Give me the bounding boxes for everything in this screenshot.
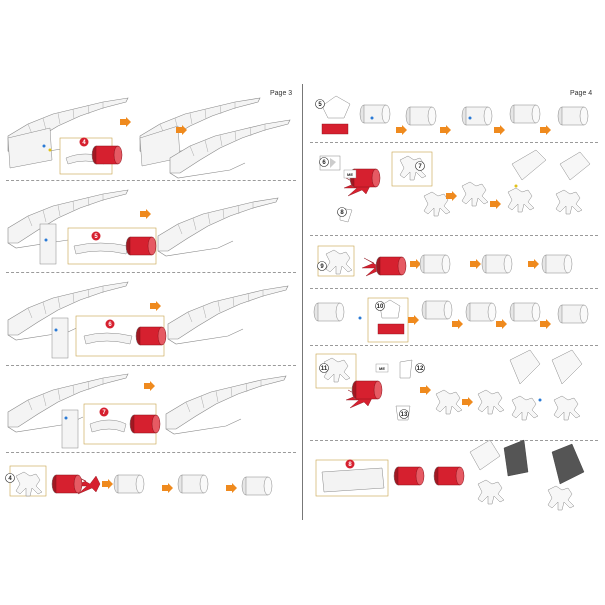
- right-row-divider: [310, 288, 598, 289]
- step-number-left: 6: [105, 319, 115, 329]
- step-number-right: 9: [317, 261, 327, 271]
- left-row-3: [7, 281, 289, 359]
- step-number-left: 5: [91, 231, 101, 241]
- right-row-divider: [310, 440, 598, 441]
- right-row-6: [315, 439, 585, 511]
- page-4-label: Page 4: [570, 90, 593, 97]
- right-row-divider: [310, 345, 598, 346]
- right-row-divider: [310, 235, 598, 236]
- step-label: 11: [321, 366, 328, 372]
- step-label: 13: [401, 412, 408, 418]
- left-row-divider: [6, 180, 296, 181]
- step-label: 6: [322, 160, 326, 166]
- right-row-3: [317, 245, 573, 277]
- left-row-1: [7, 97, 291, 179]
- left-row-divider: [6, 365, 296, 366]
- step-label: 4: [82, 140, 86, 146]
- right-row-4: [313, 297, 589, 343]
- step-number-left: 7: [99, 407, 109, 417]
- marker-dots: [42, 116, 542, 420]
- me-label: ME: [379, 366, 385, 371]
- page-divider: [302, 84, 303, 520]
- step-number-left: 4: [79, 137, 89, 147]
- step-label: 7: [102, 410, 106, 416]
- step-number-left: 4: [5, 473, 15, 483]
- step-label: 8: [348, 462, 352, 468]
- me-tag: ME: [343, 169, 357, 179]
- step-number-right: 8: [337, 207, 347, 217]
- step-label: 6: [108, 322, 112, 328]
- left-row-5: [9, 465, 273, 497]
- left-row-4: [7, 373, 287, 449]
- step-label: 8: [340, 210, 344, 216]
- step-label: 5: [318, 102, 322, 108]
- step-number-right: 12: [415, 363, 425, 373]
- step-number-right: 7: [415, 161, 425, 171]
- page-3-label: Page 3: [270, 90, 293, 97]
- step-label: 7: [418, 164, 422, 170]
- me-label: ME: [347, 172, 353, 177]
- left-row-divider: [6, 452, 296, 453]
- step-number-right: 13: [399, 409, 409, 419]
- step-number-right: 10: [375, 301, 385, 311]
- left-row-2: [7, 189, 279, 265]
- step-label: 5: [94, 234, 98, 240]
- left-row-divider: [6, 272, 296, 273]
- step-label: 10: [377, 304, 384, 310]
- right-row-5: [315, 349, 583, 421]
- step-label: 9: [320, 264, 324, 270]
- step-number-right: 11: [319, 363, 329, 373]
- right-row-1: [321, 95, 589, 135]
- right-row-divider: [310, 142, 598, 143]
- step-label: 12: [417, 366, 424, 372]
- step-number-right: 5: [315, 99, 325, 109]
- step-label: 4: [8, 476, 12, 482]
- me-tag: ME: [375, 363, 389, 373]
- step-number-right: 8: [345, 459, 355, 469]
- step-number-right: 6: [319, 157, 329, 167]
- right-row-2: [319, 149, 591, 223]
